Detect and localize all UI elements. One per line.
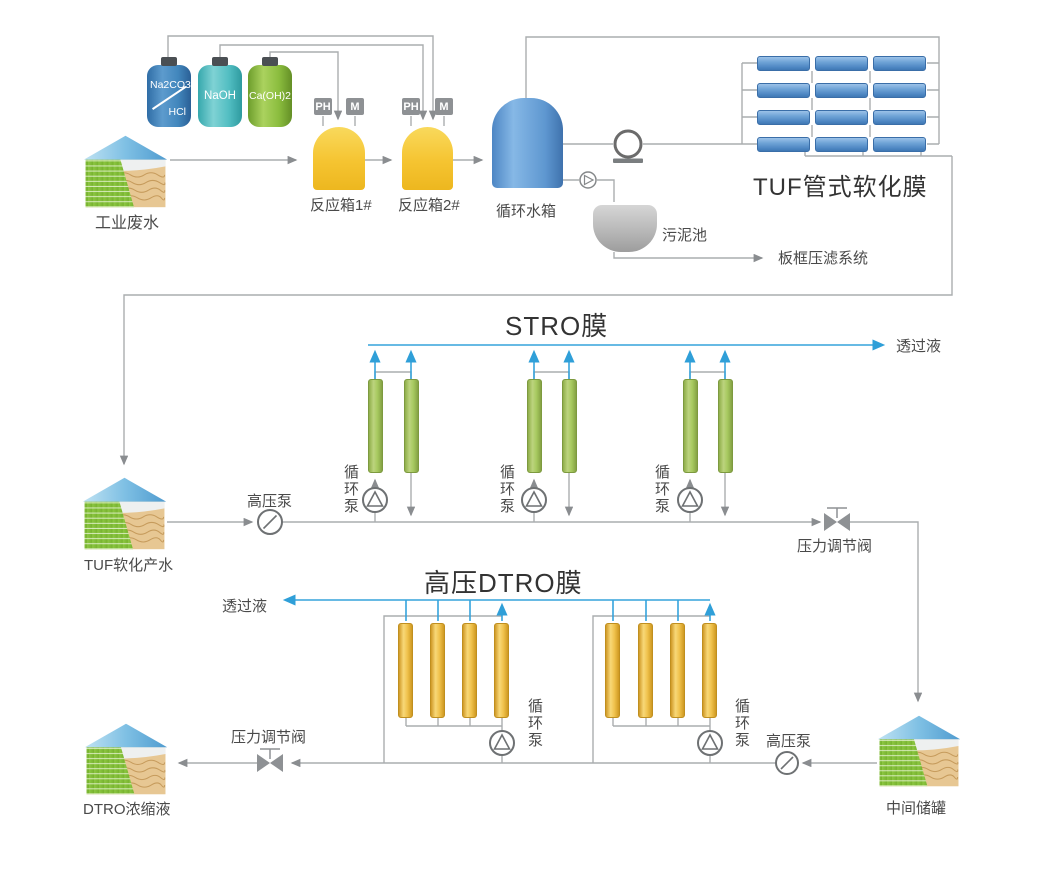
bottle-cap-icon xyxy=(262,57,278,66)
industrial-wastewater-label: 工业废水 xyxy=(95,215,160,232)
circulation-tank-label: 循环水箱 xyxy=(496,203,557,220)
dtro-circ-pump-1-label: 循环泵 xyxy=(527,698,543,749)
tuf-membrane-title: TUF管式软化膜 xyxy=(753,174,928,201)
reactor1-mixer-sensor: M xyxy=(346,98,364,115)
dtro-circ-pump-1-icon xyxy=(489,730,515,756)
tuf-product-water-label: TUF软化产水 xyxy=(84,557,174,574)
reactor2-mixer-sensor: M xyxy=(435,98,453,115)
stro-permeate-label: 透过液 xyxy=(896,338,942,355)
bottle-caoh2: Ca(OH)2 xyxy=(248,57,292,127)
dtro-circ-pump-2-label: 循环泵 xyxy=(734,698,750,749)
industrial-wastewater-tank xyxy=(83,135,168,208)
dtro-pressure-valve-icon xyxy=(257,748,283,772)
stro-circ-pump-1-icon xyxy=(362,487,388,513)
stro-hp-pump-icon xyxy=(257,509,283,535)
dtro-permeate-lines xyxy=(282,594,716,621)
stro-circ-pump-2-icon xyxy=(521,487,547,513)
tuf-product-water-tank xyxy=(82,477,167,550)
dtro-circ-pump-2-icon xyxy=(697,730,723,756)
check-valve-icon xyxy=(579,171,597,189)
dtro-permeate-label: 透过液 xyxy=(222,598,268,615)
reactor-tank-2 xyxy=(402,127,453,190)
reactor2-ph-sensor: PH xyxy=(402,98,420,115)
stro-lines xyxy=(167,371,923,703)
bottle2-label: NaOH xyxy=(204,90,236,102)
bottle-naoh: NaOH xyxy=(198,57,242,127)
stro-hp-pump-label: 高压泵 xyxy=(247,493,293,510)
stro-circ-pump-3-icon xyxy=(677,487,703,513)
stro-title: STRO膜 xyxy=(505,311,609,341)
reactor-tank-1 xyxy=(313,127,365,190)
dosing-lines xyxy=(167,35,445,126)
stro-circ-pump-3-label: 循环泵 xyxy=(654,464,670,515)
stro-permeate-lines xyxy=(368,339,886,379)
bottle3-label: Ca(OH)2 xyxy=(248,90,291,102)
stro-pressure-valve-label: 压力调节阀 xyxy=(797,538,873,555)
reactor1-ph-sensor: PH xyxy=(314,98,332,115)
stro-pressure-valve-icon xyxy=(824,507,850,531)
stro-circ-pump-1-label: 循环泵 xyxy=(343,464,359,515)
dtro-lines xyxy=(177,615,877,768)
sludge-pool-tank xyxy=(593,205,657,252)
sludge-pool-label: 污泥池 xyxy=(662,227,708,244)
bottle1-label-bottom: HCl xyxy=(168,106,187,118)
dtro-pressure-valve-label: 压力调节阀 xyxy=(231,729,307,746)
bottle-cap-icon xyxy=(212,57,228,66)
intermediate-tank-label: 中间储罐 xyxy=(886,800,947,817)
bottle-cap-icon xyxy=(161,57,177,66)
intermediate-storage-tank xyxy=(877,715,961,787)
stro-circ-pump-2-label: 循环泵 xyxy=(499,464,515,515)
circulation-water-tank xyxy=(492,98,563,188)
pretreatment-lines xyxy=(119,36,953,466)
dtro-concentrate-label: DTRO浓缩液 xyxy=(83,801,171,818)
dtro-hp-pump-icon xyxy=(775,751,799,775)
reactor2-label: 反应箱2# xyxy=(398,197,460,214)
blower-pump-icon xyxy=(613,129,643,163)
filter-press-label: 板框压滤系统 xyxy=(778,250,869,267)
dtro-title: 高压DTRO膜 xyxy=(424,568,583,598)
dtro-concentrate-tank xyxy=(84,723,168,795)
dtro-hp-pump-label: 高压泵 xyxy=(766,733,812,750)
reactor1-label: 反应箱1# xyxy=(310,197,372,214)
bottle-na2co3-hcl: Na2CO3 HCl xyxy=(147,57,191,127)
